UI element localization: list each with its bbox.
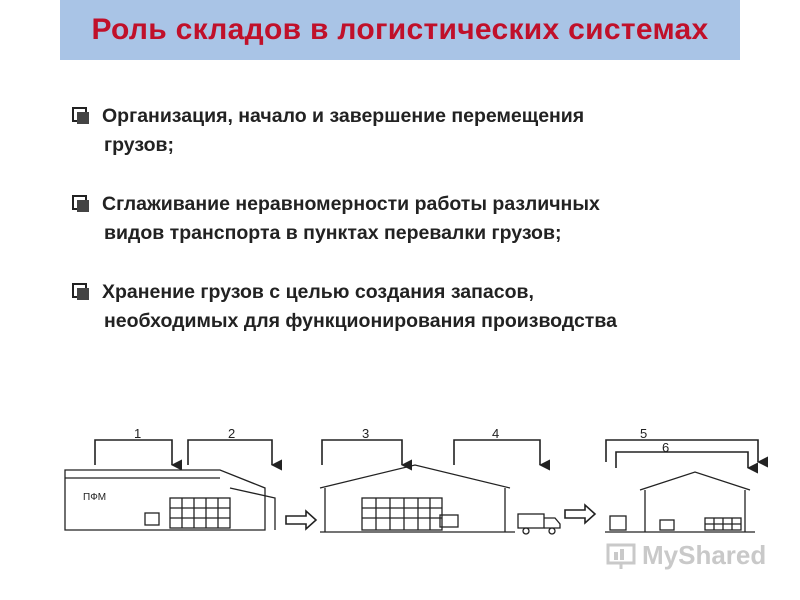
flow-label-3: 3 [362,426,369,441]
flow-arrow-2 [187,439,283,471]
bullet-item: Организация, начало и завершение перемещ… [70,102,760,160]
flow-arrow-3 [321,439,413,471]
flow-label-2: 2 [228,426,235,441]
flow-label-4: 4 [492,426,499,441]
flow-arrow-4 [453,439,551,471]
watermark: MyShared [606,540,766,571]
flow-arrow-6 [615,451,759,474]
warehouse-building-2 [605,471,755,533]
bullet-line: грузов; [104,134,174,156]
flow-label-6: 6 [662,440,669,455]
bullet-item: Сглаживание неравномерности работы разли… [70,190,760,248]
watermark-text: MyShared [642,540,767,570]
warehouse-flow-diagram: 1 2 3 4 5 6 ПФМ [64,426,769,535]
slide-title: Роль складов в логистических системах [91,13,709,46]
transfer-arrow-icon [564,503,597,525]
bullet-line: Сглаживание неравномерности работы разли… [102,193,600,215]
bullet-line: Организация, начало и завершение перемещ… [102,105,585,127]
bullet-line: необходимых для функционирования произво… [104,310,617,332]
flow-arrow-5 [605,439,769,468]
building-label: ПФМ [83,492,106,503]
bullet-list: Организация, начало и завершение перемещ… [70,102,760,366]
bullet-item: Хранение грузов с целью создания запасов… [70,278,760,336]
warehouse-building-1 [319,464,515,533]
bullet-line: видов транспорта в пунктах перевалки гру… [104,222,562,244]
presentation-board-icon [606,543,636,569]
flow-label-1: 1 [134,426,141,441]
truck-icon [517,513,561,535]
checkbox-bullet-icon [72,107,89,124]
production-building: ПФМ [64,469,276,531]
transfer-arrow-icon [285,509,318,531]
flow-arrow-1 [94,439,183,471]
flow-label-5: 5 [640,426,647,441]
title-bar: Роль складов в логистических системах [60,0,740,60]
checkbox-bullet-icon [72,195,89,212]
bullet-line: Хранение грузов с целью создания запасов… [102,281,534,303]
checkbox-bullet-icon [72,283,89,300]
